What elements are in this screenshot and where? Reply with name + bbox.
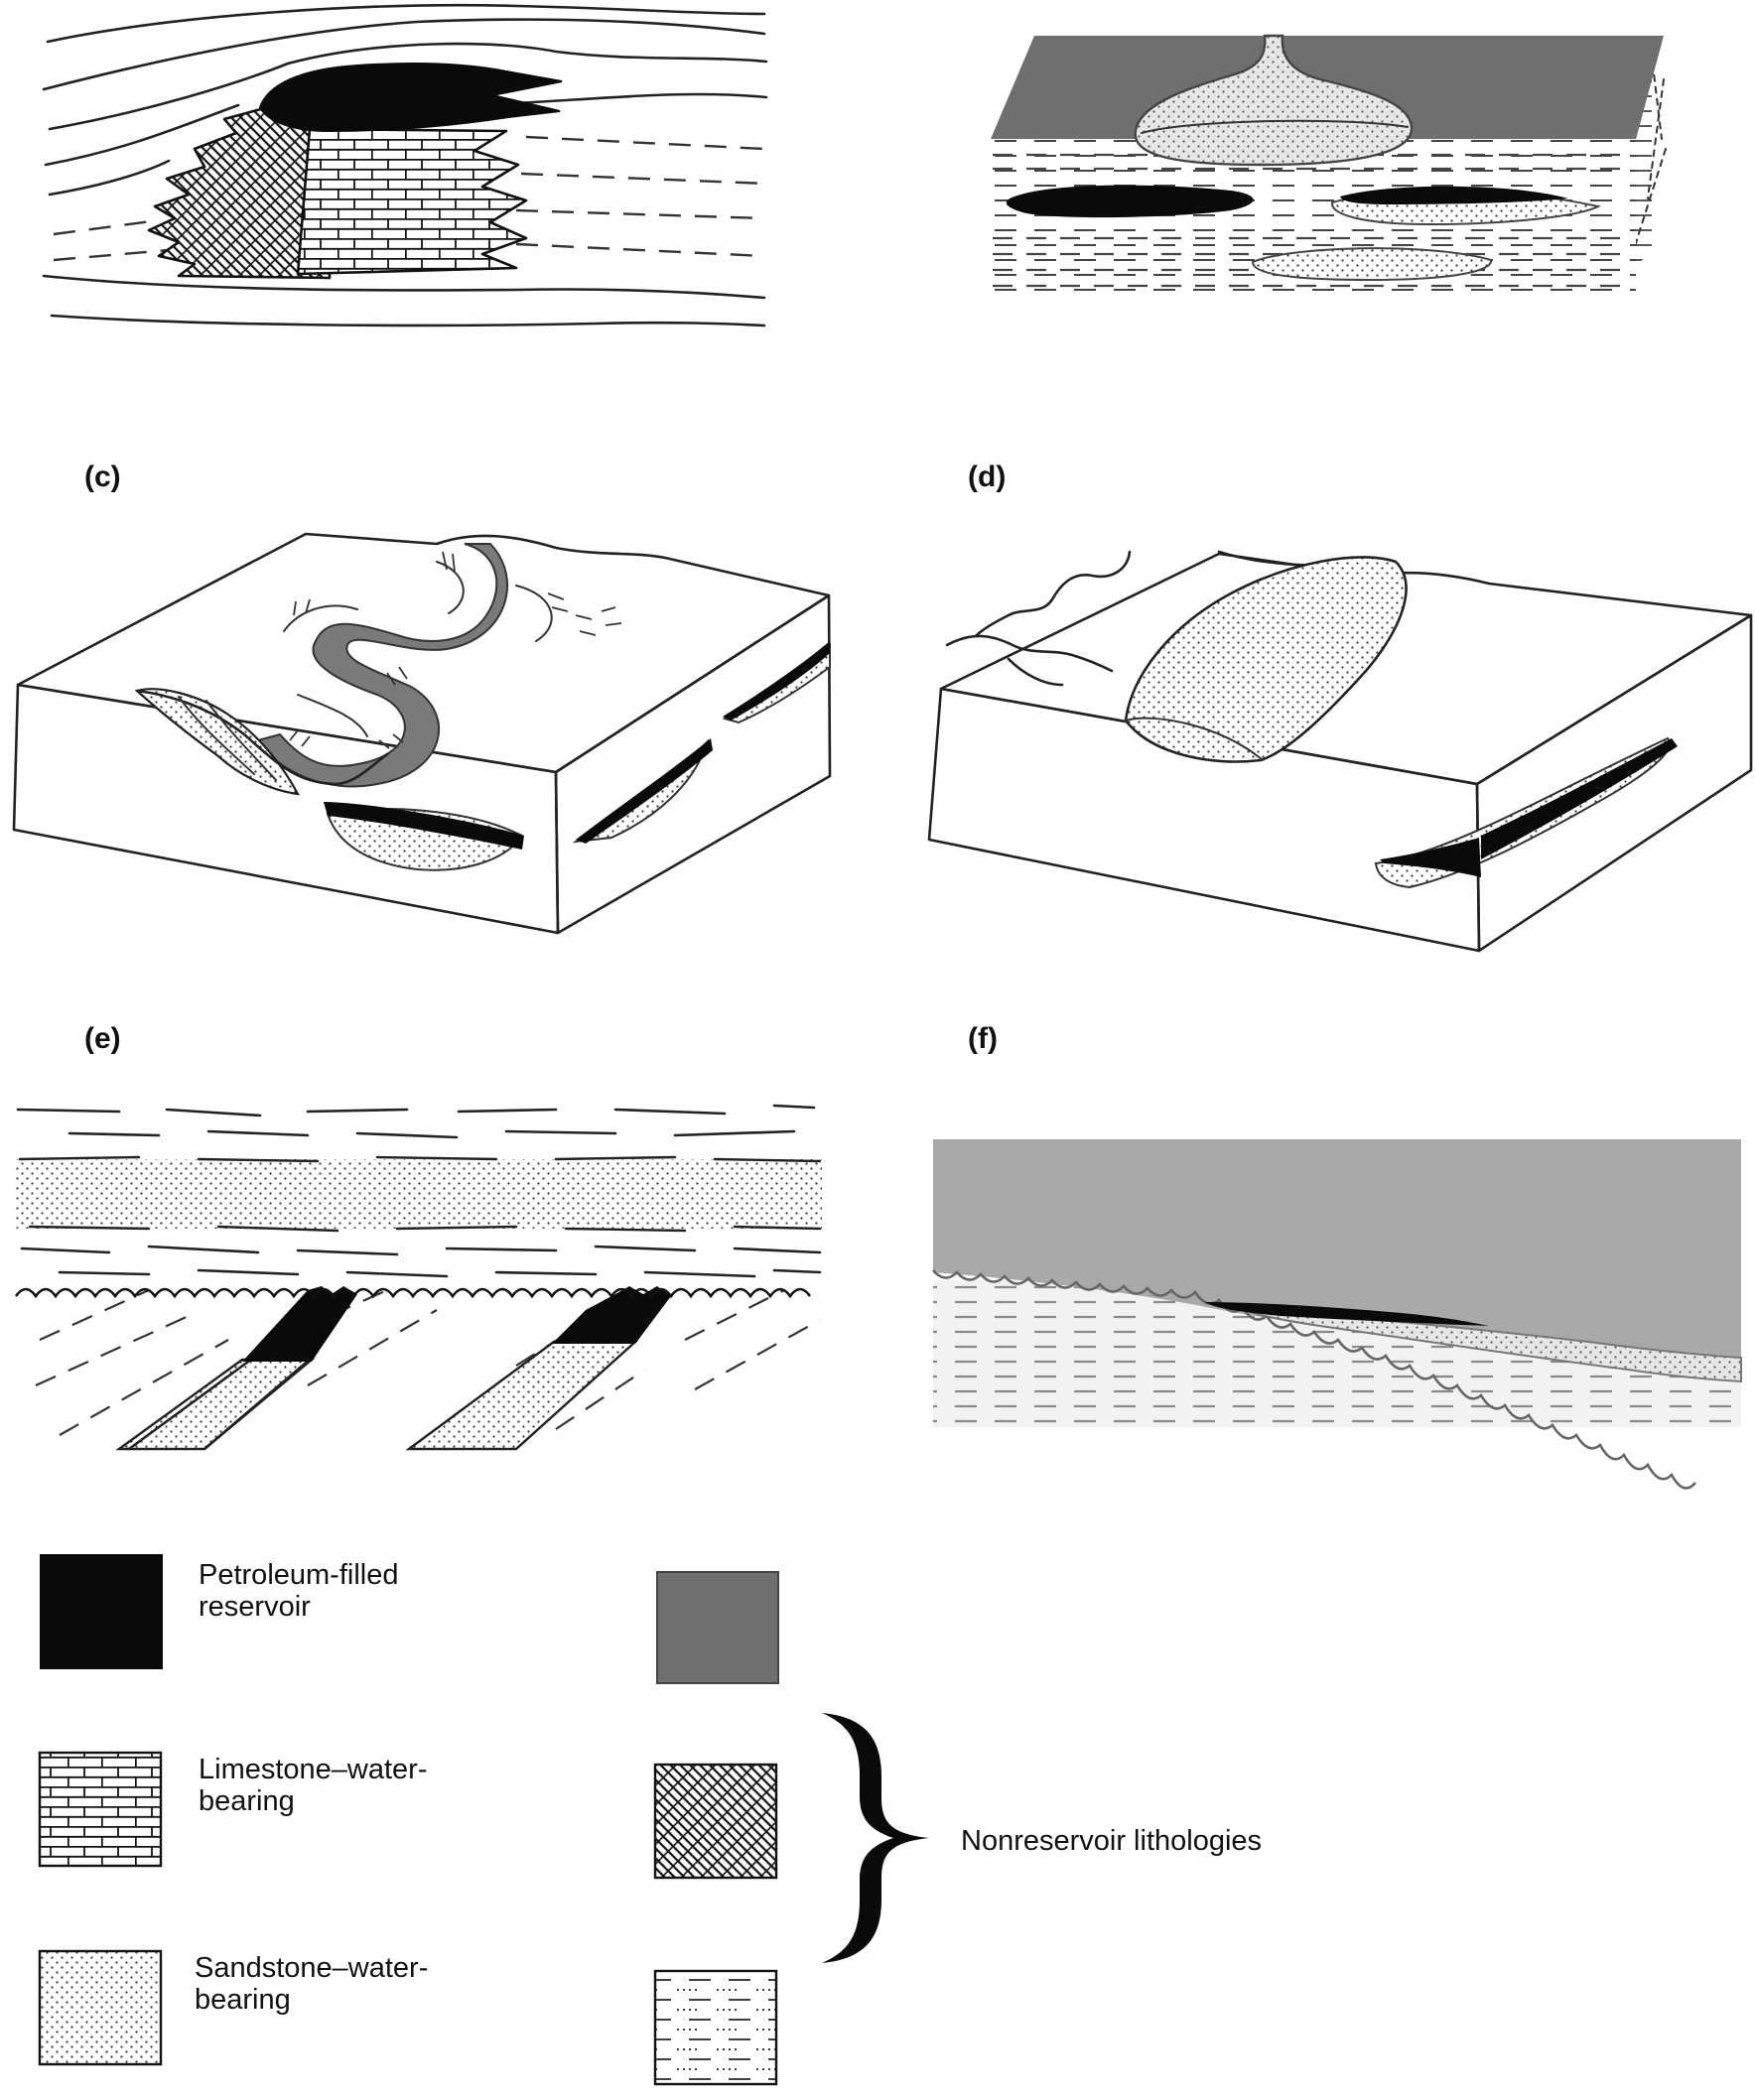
panel-e-label: (e) [84, 1022, 121, 1055]
legend-label-petroleum-1: Petroleum-filled [199, 1559, 398, 1591]
legend-swatch-sandstone [38, 1949, 163, 2066]
legend-swatch-limestone [38, 1751, 163, 1868]
panel-e-unconformity-trap: (e) [14, 1022, 822, 1451]
legend-label-nonreservoir: Nonreservoir lithologies [961, 1825, 1262, 1857]
panel-a-reef-trap [42, 3, 768, 328]
panel-b-sand-lens-traps [991, 34, 1668, 294]
panel-d-shoreline-sand-trap: (d) [927, 460, 1753, 953]
legend-label-limestone-1: Limestone–water- [199, 1754, 428, 1785]
legend-label-petroleum-2: reservoir [199, 1591, 311, 1623]
panel-d-label: (d) [968, 460, 1006, 493]
panel-f-grey-cover [933, 1139, 1741, 1376]
legend-label-limestone-2: bearing [199, 1785, 295, 1817]
legend-brace [822, 1713, 929, 1963]
legend-swatch-grey-rock [656, 1571, 779, 1684]
legend-swatch-petroleum [40, 1554, 163, 1669]
panel-e-sand-layer [16, 1159, 822, 1229]
legend-swatch-shale [653, 1969, 778, 2086]
panel-f-label: (f) [968, 1022, 998, 1055]
legend-label-sandstone-1: Sandstone–water- [195, 1952, 428, 1984]
legend: Petroleum-filled reservoir Limestone–wat… [38, 1554, 1262, 2086]
panel-e-unconformity [14, 1287, 812, 1299]
panel-c-label: (c) [84, 460, 121, 493]
panel-c-channel-sand-traps: (c) [12, 460, 832, 935]
legend-swatch-crosshatch [653, 1763, 778, 1880]
panel-f-onlap-trap: (f) [932, 1022, 1742, 1490]
legend-label-sandstone-2: bearing [195, 1984, 291, 2016]
